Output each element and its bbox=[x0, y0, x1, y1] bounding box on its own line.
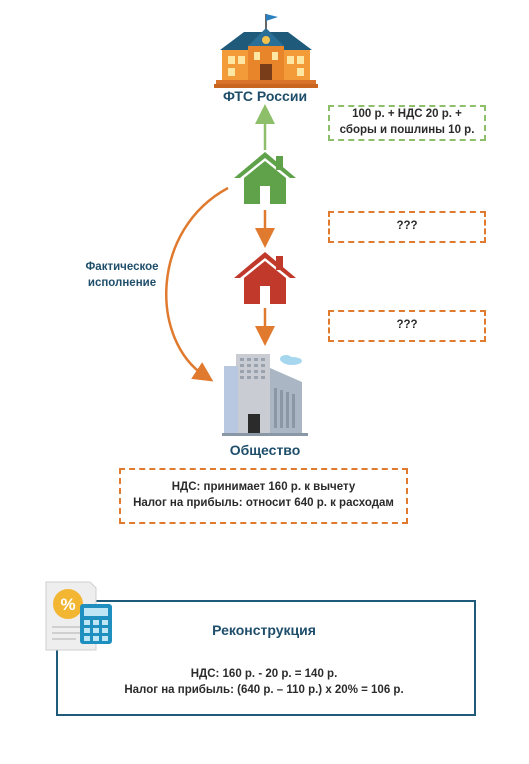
reconstruction-title: Реконструкция bbox=[212, 622, 316, 638]
arrow-actual-performance bbox=[165, 186, 229, 382]
fts-payment-line2: сборы и пошлины 10 р. bbox=[339, 124, 475, 136]
company-label: Общество bbox=[229, 442, 301, 458]
green-house-icon bbox=[234, 152, 296, 204]
unknown-box-2: ??? bbox=[328, 310, 486, 342]
tax-calculator-icon: % bbox=[45, 581, 112, 651]
actual-performance-line1: Фактическое bbox=[85, 261, 159, 273]
unknown-box-2-text: ??? bbox=[396, 319, 418, 332]
actual-performance-line2: исполнение bbox=[87, 276, 157, 289]
fts-payment-box: 100 р. + НДС 20 р. + сборы и пошлины 10 … bbox=[328, 105, 486, 141]
reconstruction-profit-line: Налог на прибыль: (640 р. – 110 р.) х 20… bbox=[124, 684, 404, 696]
company-tax-line1: НДС: принимает 160 р. к вычету bbox=[171, 481, 356, 494]
reconstruction-box bbox=[56, 600, 476, 716]
fts-payment-line1: 100 р. + НДС 20 р. + bbox=[352, 108, 462, 121]
company-tax-box: НДС: принимает 160 р. к вычету Налог на … bbox=[119, 468, 408, 524]
unknown-box-1: ??? bbox=[328, 211, 486, 243]
reconstruction-vat-line: НДС: 160 р. - 20 р. = 140 р. bbox=[190, 668, 338, 680]
unknown-box-1-text: ??? bbox=[396, 220, 418, 233]
office-building-icon bbox=[222, 354, 308, 436]
svg-text:%: % bbox=[60, 595, 75, 614]
red-house-icon bbox=[234, 252, 296, 304]
fts-label: ФТС России bbox=[222, 88, 308, 104]
actual-performance-label: Фактическое исполнение bbox=[72, 260, 172, 291]
company-tax-line2: Налог на прибыль: относит 640 р. к расхо… bbox=[133, 497, 394, 509]
customs-building-icon bbox=[214, 14, 318, 88]
